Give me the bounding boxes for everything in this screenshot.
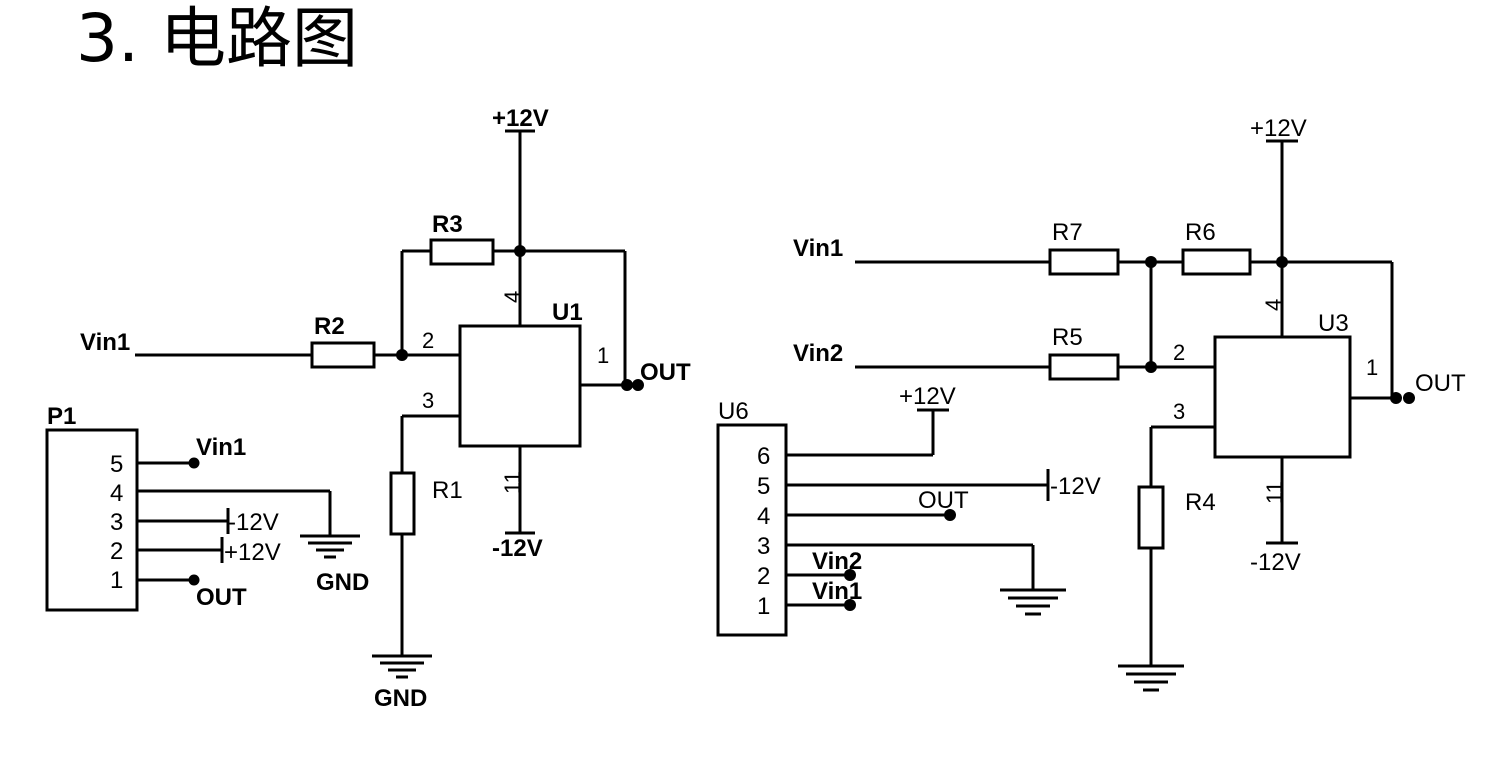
u1-pin1-label: 1 — [597, 343, 609, 368]
u1-vminus-label: -12V — [492, 535, 543, 562]
p1-pin3-num: 3 — [110, 509, 123, 536]
u3-out-dot — [1390, 392, 1402, 404]
p1-pin1-net: OUT — [196, 584, 247, 611]
u1-opamp — [458, 324, 582, 448]
p1-pin3-net: -12V — [228, 509, 279, 536]
r6-resistor — [1181, 248, 1252, 276]
u3-ref-label: U3 — [1318, 310, 1349, 337]
r7-label: R7 — [1052, 219, 1083, 246]
u6-pin2-net: Vin2 — [812, 548, 862, 575]
u6-body — [716, 423, 788, 637]
u1-pin3-label: 3 — [422, 388, 434, 413]
u6-pin5-num: 5 — [757, 473, 770, 500]
u6-pin4-net: OUT — [918, 487, 969, 514]
p1-pin5-net: Vin1 — [196, 434, 246, 461]
u6-pin3-num: 3 — [757, 533, 770, 560]
r3-resistor — [429, 238, 495, 266]
u3-vminus-label: -12V — [1250, 549, 1301, 576]
u1-vin1-label: Vin1 — [80, 329, 130, 356]
u3-out-label: OUT — [1415, 370, 1466, 397]
u6-pin1-net: Vin1 — [812, 578, 862, 605]
u3-inv-junction — [1145, 361, 1157, 373]
p1-pin1-terminal — [188, 574, 200, 586]
u3-pin1-label: 1 — [1366, 355, 1378, 380]
connector-u6: U6 6 5 4 3 2 1 +12V -12V OUT — [716, 383, 1101, 637]
right-circuit: +12V 4 Vin1 R7 R6 Vin2 R5 2 U3 — [793, 115, 1466, 692]
u6-ground-symbol — [1000, 588, 1066, 616]
r2-label: R2 — [314, 313, 345, 340]
r2-resistor — [310, 341, 376, 369]
u6-pin6-net: +12V — [899, 383, 956, 410]
p1-pin5-num: 5 — [110, 451, 123, 478]
vplus-junction — [514, 245, 526, 257]
u1-ground-symbol — [372, 654, 432, 679]
p1-pin4-num: 4 — [110, 480, 123, 507]
p1-pin1-num: 1 — [110, 567, 123, 594]
u3-pin3-label: 3 — [1173, 399, 1185, 424]
r7-resistor — [1048, 248, 1120, 276]
r5-label: R5 — [1052, 324, 1083, 351]
r4-resistor — [1137, 485, 1165, 550]
u6-ref-label: U6 — [718, 398, 749, 425]
u3-out-terminal — [1403, 392, 1415, 404]
u1-out-label: OUT — [640, 359, 691, 386]
u3-pin4-label: 4 — [1261, 299, 1286, 311]
p1-ref-label: P1 — [47, 403, 76, 430]
u1-ref-label: U1 — [552, 299, 583, 326]
u3-vplus-junction — [1276, 256, 1288, 268]
u6-pin4-num: 4 — [757, 503, 770, 530]
r1-label: R1 — [432, 477, 463, 504]
p1-pin5-terminal — [188, 457, 200, 469]
r5-resistor — [1048, 353, 1120, 381]
r3-label: R3 — [432, 211, 463, 238]
u6-pin2-num: 2 — [757, 563, 770, 590]
connector-p1: P1 5 4 3 2 1 Vin1 GND -12V — [45, 403, 369, 612]
u1-out-dot — [621, 379, 633, 391]
p1-gnd-label: GND — [316, 569, 369, 596]
u3-vplus-label: +12V — [1250, 115, 1307, 142]
u6-pin1-num: 1 — [757, 593, 770, 620]
p1-ground-symbol — [300, 534, 360, 559]
u3-vin2-label: Vin2 — [793, 340, 843, 367]
u1-out-terminal — [632, 379, 644, 391]
u3-pin2-label: 2 — [1173, 340, 1185, 365]
u3-ground-symbol — [1118, 664, 1184, 692]
u6-pin2-terminal — [844, 569, 856, 581]
u1-pin11-label: 11 — [500, 471, 525, 494]
page-title: 3. 电路图 — [76, 0, 358, 77]
u6-pin4-terminal — [944, 509, 956, 521]
u1-pin2-label: 2 — [422, 328, 434, 353]
u6-pin1-terminal — [844, 599, 856, 611]
p1-pin2-net: +12V — [224, 539, 281, 566]
r6-label: R6 — [1185, 219, 1216, 246]
u1-vplus-label: +12V — [492, 105, 549, 132]
r1-resistor — [389, 471, 416, 536]
p1-pin2-num: 2 — [110, 538, 123, 565]
u3-opamp — [1213, 335, 1352, 459]
u6-pin6-num: 6 — [757, 443, 770, 470]
inv-input-junction — [396, 349, 408, 361]
u3-pin11-label: 11 — [1262, 481, 1287, 504]
left-circuit: +12V 4 R3 Vin1 R2 2 U1 3 — [80, 105, 691, 712]
u1-pin4-label: 4 — [500, 291, 525, 303]
u1-gnd-label: GND — [374, 685, 427, 712]
p1-body — [45, 428, 139, 612]
u6-pin5-net: -12V — [1050, 473, 1101, 500]
r4-label: R4 — [1185, 489, 1216, 516]
u3-vin1-label: Vin1 — [793, 235, 843, 262]
